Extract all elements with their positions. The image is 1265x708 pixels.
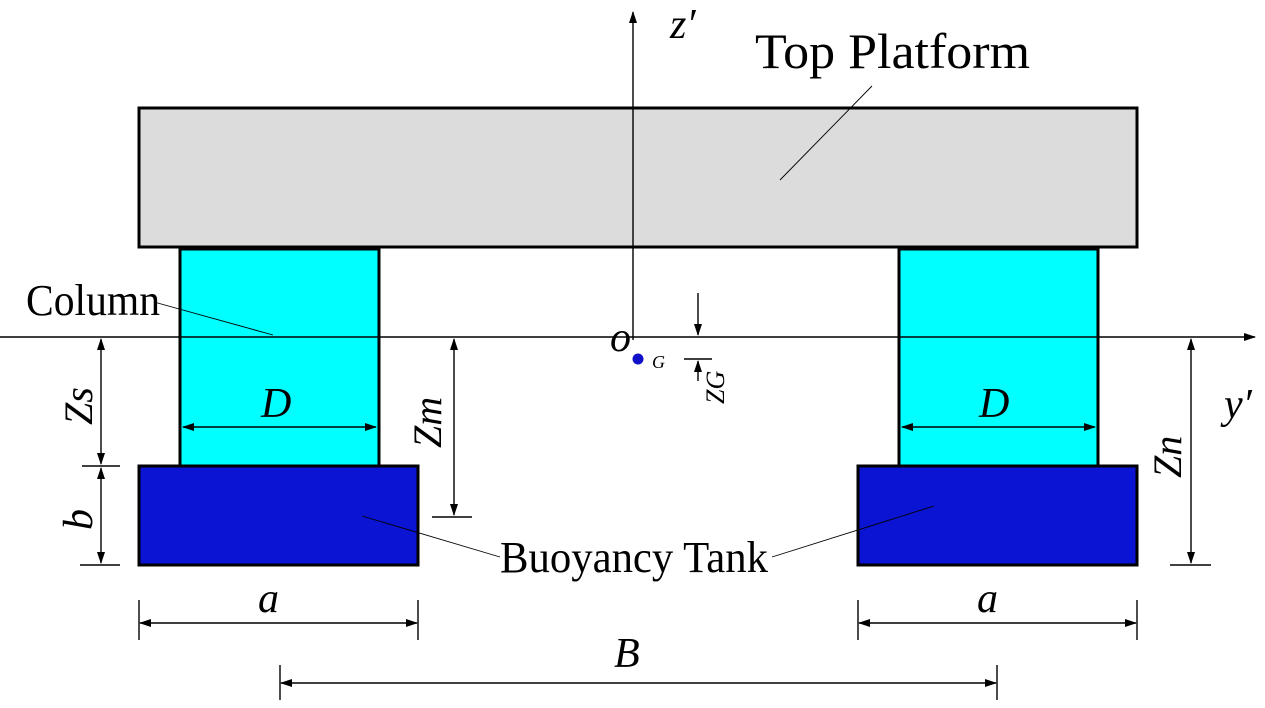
dim-a-left-label: a: [258, 576, 279, 622]
center-g-label: G: [652, 352, 665, 372]
leader-column: [153, 301, 274, 336]
leader-tank-left: [361, 515, 501, 558]
dim-zs-label: Zs: [56, 387, 101, 425]
right-column-shape: [897, 247, 1100, 468]
y-axis-label: y′: [1220, 382, 1253, 428]
left-column-shape: [178, 247, 381, 468]
buoyancy-tank-label: Buoyancy Tank: [500, 533, 768, 582]
dim-b-upper-label: B: [614, 631, 640, 677]
z-axis-label: z′: [669, 2, 696, 48]
top-platform-shape: [137, 106, 1139, 249]
dim-zn-label: Zn: [1145, 436, 1190, 478]
top-platform-label: Top Platform: [755, 23, 1030, 79]
right-buoyancy-tank-shape: [856, 464, 1139, 567]
dim-small-b-label: b: [56, 509, 102, 530]
leader-top-platform: [779, 85, 873, 181]
dim-d-left-label: D: [260, 381, 291, 427]
center-of-gravity-point: [632, 353, 644, 365]
column-label: Column: [26, 276, 160, 325]
leader-tank-right: [771, 505, 935, 558]
dim-d-right-label: D: [978, 381, 1009, 427]
dim-zm-label: Zm: [405, 397, 450, 448]
dim-a-right-label: a: [977, 576, 998, 622]
dim-zg-label: ZG: [701, 371, 730, 404]
left-buoyancy-tank-shape: [137, 464, 420, 567]
origin-label: o: [610, 315, 631, 361]
